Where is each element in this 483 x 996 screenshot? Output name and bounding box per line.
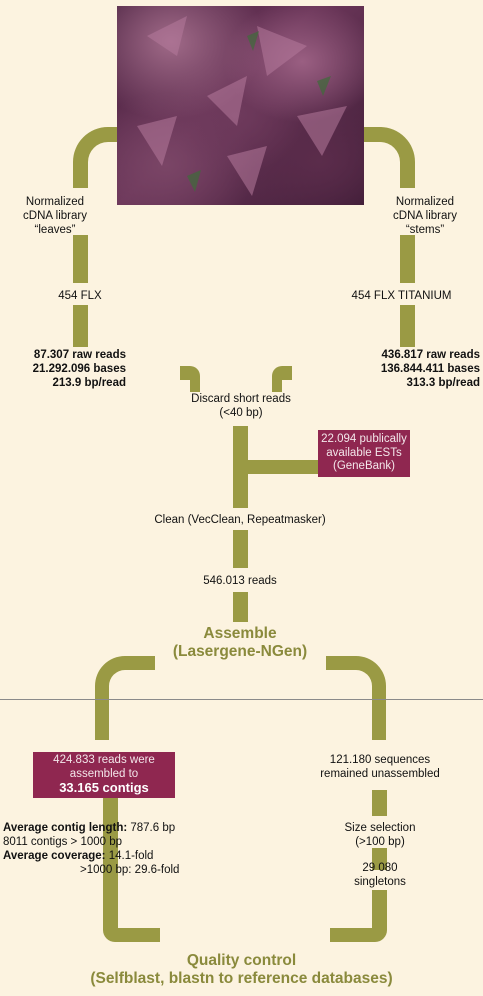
avg-contig-length-value: 787.6 bp [130,822,175,834]
left-platform: 454 FLX [20,289,140,303]
coverage-over-1000: >1000 bp: 29.6-fold [3,863,283,877]
quality-control-heading: Quality control (Selfblast, blastn to re… [0,952,483,988]
unassembled-line2: remained unassembled [300,767,460,781]
discard-short-reads: Discard short reads (<40 bp) [160,392,322,420]
contig-stats: Average contig length: 787.6 bp 8011 con… [3,821,283,877]
singletons-line2: singletons [330,875,430,889]
avg-coverage-label: Average coverage: [3,850,106,862]
assemble-heading: Assemble (Lasergene-NGen) [120,625,360,661]
discard-line1: Discard short reads [160,392,322,406]
left-bases: 21.292.096 bases [0,362,126,376]
unassembled-label: 121.180 sequences remained unassembled [300,753,460,781]
left-library-line3: “leaves” [0,223,110,237]
plant-photo [117,6,364,205]
assemble-line2: (Lasergene-NGen) [120,643,360,661]
center-pipe-a [233,426,248,508]
size-selection: Size selection (>100 bp) [315,821,445,849]
left-read-stats: 87.307 raw reads 21.292.096 bases 213.9 … [0,348,126,390]
right-lower-pipe-c [372,890,387,912]
unassembled-line1: 121.180 sequences [300,753,460,767]
assemble-line1: Assemble [120,625,360,643]
quality-line1: Quality control [0,952,483,970]
reads-total: 546.013 reads [180,574,300,588]
right-bases: 136.844.411 bases [330,362,480,376]
avg-contig-length-row: Average contig length: 787.6 bp [3,821,283,835]
est-line1: 22.094 publically [318,433,410,447]
size-selection-line2: (>100 bp) [315,835,445,849]
singletons-line1: 29 080 [330,861,430,875]
est-box: 22.094 publically available ESTs (GeneBa… [318,430,410,477]
right-library-line1: Normalized [370,195,480,209]
est-line3: (GeneBank) [318,460,410,474]
right-platform: 454 FLX TITANIUM [320,289,483,303]
assemble-right-arch [326,656,386,740]
center-pipe-c [233,530,248,568]
right-pipe-b [400,305,415,347]
bottom-right-arch [330,912,387,942]
left-pipe-a [73,235,88,283]
left-hook [180,366,200,392]
contigs-over-1000: 8011 contigs > 1000 bp [3,835,283,849]
avg-contig-length-label: Average contig length: [3,822,127,834]
left-pipe-b [73,305,88,347]
center-pipe-b [248,460,318,474]
right-hook [272,366,292,392]
quality-line2: (Selfblast, blastn to reference database… [0,970,483,988]
avg-coverage-row: Average coverage: 14.1-fold [3,849,283,863]
center-pipe-d [233,592,248,622]
right-library-line3: “stems” [370,223,480,237]
left-library-line1: Normalized [0,195,110,209]
right-pipe-a [400,235,415,283]
assembled-box: 424.833 reads were assembled to 33.165 c… [33,752,175,798]
assembled-line3: 33.165 contigs [33,781,175,795]
singletons: 29 080 singletons [330,861,430,889]
assembled-line1: 424.833 reads were [33,754,175,768]
right-raw-reads: 436.817 raw reads [330,348,480,362]
discard-line2: (<40 bp) [160,406,322,420]
right-bp-per-read: 313.3 bp/read [330,376,480,390]
right-library-label: Normalized cDNA library “stems” [370,195,480,237]
avg-coverage-value: 14.1-fold [109,850,154,862]
assembled-line2: assembled to [33,768,175,782]
est-line2: available ESTs [318,447,410,461]
clean-step: Clean (VecClean, Repeatmasker) [100,513,380,527]
left-bp-per-read: 213.9 bp/read [0,376,126,390]
right-read-stats: 436.817 raw reads 136.844.411 bases 313.… [330,348,480,390]
assemble-left-arch [95,656,155,740]
left-library-label: Normalized cDNA library “leaves” [0,195,110,237]
right-library-line2: cDNA library [370,209,480,223]
size-selection-line1: Size selection [315,821,445,835]
bottom-left-arch [103,875,160,942]
left-library-line2: cDNA library [0,209,110,223]
left-raw-reads: 87.307 raw reads [0,348,126,362]
section-divider [0,699,483,700]
right-top-arch [364,127,415,188]
right-lower-pipe-a [372,790,387,816]
